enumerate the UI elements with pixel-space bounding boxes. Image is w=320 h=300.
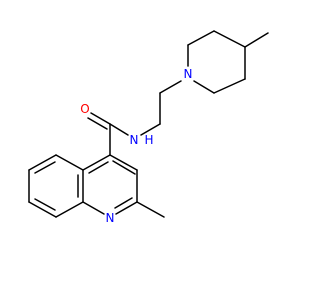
piperidine-nitrogen-label: N xyxy=(184,67,193,81)
amide-oxygen-label: O xyxy=(80,102,89,116)
bond-benzo xyxy=(55,154,84,171)
bond-carbonyl xyxy=(90,112,111,125)
bond-quinoline xyxy=(114,197,133,209)
bond-piperidine xyxy=(213,78,246,94)
bond-quinoline xyxy=(82,201,105,215)
bond-quinoline xyxy=(112,160,136,175)
bond-methyl-piperidine xyxy=(244,32,269,48)
bond-piperidine xyxy=(213,30,246,48)
bond-quinoline xyxy=(115,201,138,215)
bond-amide-cn xyxy=(109,123,129,136)
bond-benzo xyxy=(28,201,57,218)
bond-piperidine xyxy=(193,80,215,94)
bond-benzo xyxy=(34,161,56,174)
bond-quinoline xyxy=(88,161,109,174)
bond-piperidine xyxy=(187,30,215,46)
bond-benzo xyxy=(55,201,84,218)
amide-nitrogen-label: N xyxy=(130,133,139,147)
amide-hydrogen-label: H xyxy=(144,133,153,147)
bond-chain xyxy=(159,80,182,94)
bond-carbonyl xyxy=(87,117,108,130)
bond-benzo xyxy=(34,198,56,211)
atom-label-layer: O N H N N xyxy=(80,67,192,225)
bond-methyl-quinoline xyxy=(136,201,165,218)
bond-quinoline xyxy=(109,154,138,171)
bond-layer xyxy=(28,30,269,218)
molecule-structure: O N H N N xyxy=(28,30,269,225)
quinoline-nitrogen-label: N xyxy=(106,211,115,225)
bond-chain xyxy=(140,123,161,136)
bond-benzo xyxy=(28,154,57,171)
bond-quinoline xyxy=(82,154,111,171)
